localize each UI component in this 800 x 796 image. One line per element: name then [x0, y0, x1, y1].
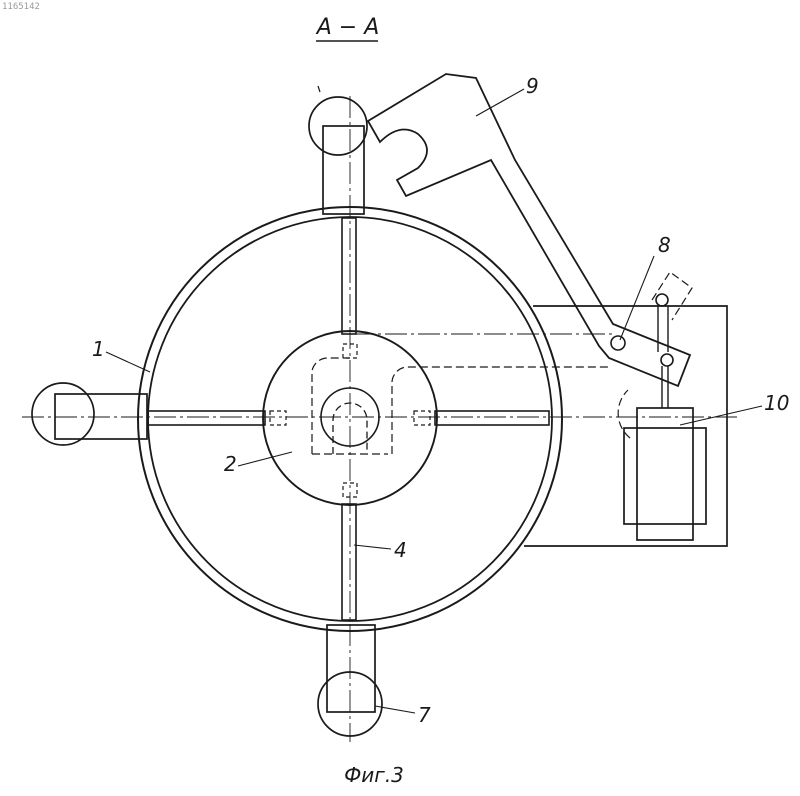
part-labels: 1 2 4 7 8 9 10	[92, 74, 789, 727]
label-roller-7: 7	[418, 703, 431, 727]
label-stop-block-10: 10	[764, 391, 789, 415]
hub-2	[263, 331, 610, 505]
spokes-4	[148, 218, 549, 620]
label-hub-2: 2	[224, 452, 237, 476]
sheet-code: 1165142	[2, 2, 40, 12]
pins-8	[611, 294, 673, 366]
left-roller	[32, 383, 147, 445]
leader-lines	[106, 89, 762, 713]
stop-block-10	[618, 366, 706, 540]
lever-9	[368, 74, 692, 386]
label-lever-9: 9	[526, 74, 539, 98]
center-lines	[22, 96, 740, 742]
figure-caption: Фиг.3	[344, 763, 404, 787]
top-roller	[309, 86, 367, 214]
section-title: A − A	[315, 15, 380, 40]
label-drum-1: 1	[92, 337, 105, 361]
label-pin-8: 8	[658, 233, 671, 257]
label-spoke-4: 4	[394, 538, 407, 562]
